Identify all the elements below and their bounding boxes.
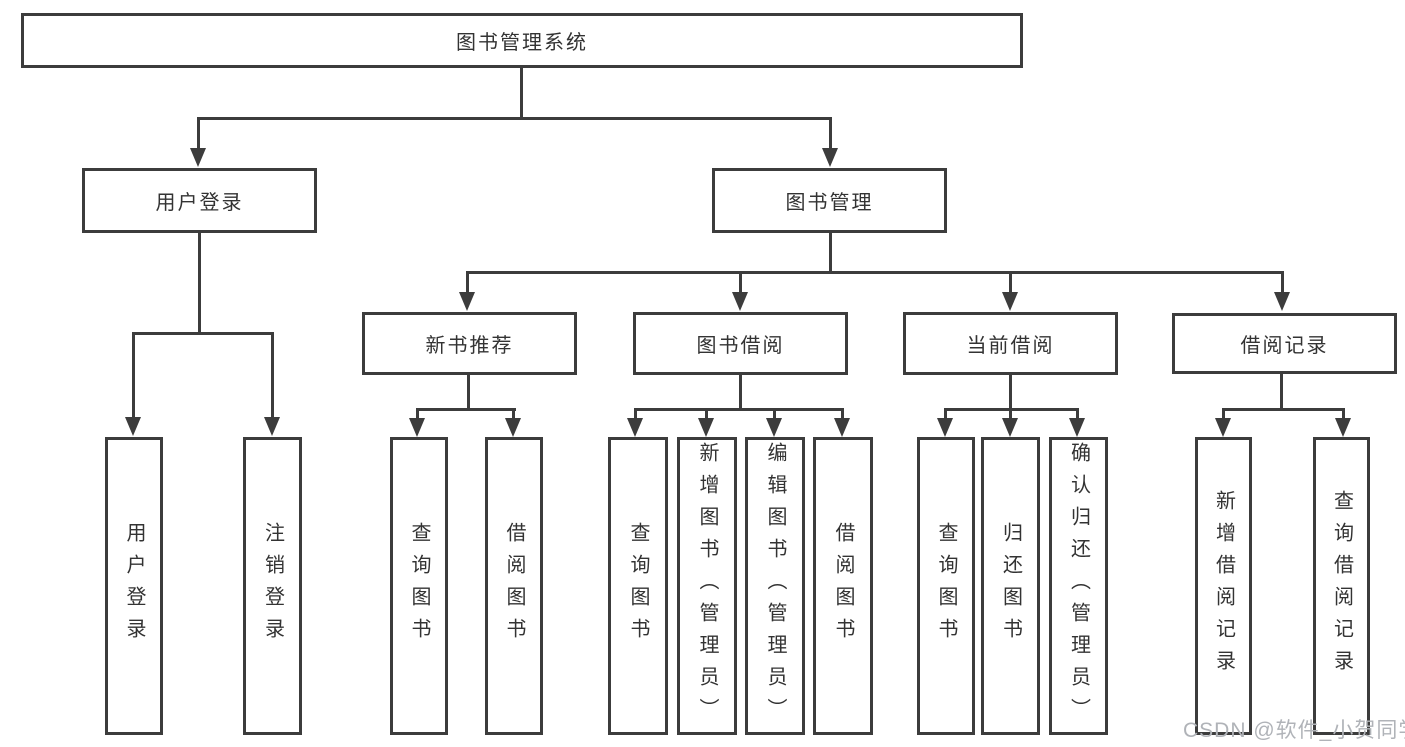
connector-borrow-record-stem — [1280, 374, 1283, 411]
arrowhead-leaf-c4 — [834, 418, 850, 437]
leaf-query-book-3: 查询图书 — [917, 437, 975, 735]
arrowhead-leaf-b2 — [505, 418, 521, 437]
leaf-user-login-label: 用户登录 — [123, 522, 145, 650]
connector-leaf-c4-shaft — [841, 408, 844, 420]
leaf-logout-label: 注销登录 — [261, 522, 284, 650]
connector-book-borrow-shaft — [739, 271, 742, 293]
connector-user-login-shaft — [197, 117, 200, 149]
connector-current-borrow-shaft — [1009, 271, 1012, 293]
node-book-borrow-label: 图书借阅 — [696, 335, 785, 357]
arrowhead-leaf-a1 — [125, 417, 141, 436]
leaf-add-borrow-record-label: 新增借阅记录 — [1212, 490, 1235, 682]
connector-book-mgmt-shaft — [829, 117, 832, 149]
connector-book-borrow-stem — [739, 375, 742, 411]
connector-leaf-d2-shaft — [1009, 408, 1012, 420]
connector-leaf-a2-shaft — [271, 332, 274, 417]
node-borrow-record-label: 借阅记录 — [1240, 335, 1329, 357]
leaf-query-borrow-record: 查询借阅记录 — [1313, 437, 1370, 735]
connector-root-stem — [520, 66, 523, 119]
node-root: 图书管理系统 — [21, 13, 1023, 68]
arrowhead-leaf-c2 — [698, 418, 714, 437]
leaf-edit-book-admin: 编辑图书（管理员） — [745, 437, 805, 735]
arrowhead-leaf-c1 — [627, 418, 643, 437]
node-user-login: 用户登录 — [82, 168, 317, 233]
leaf-edit-book-admin-label: 编辑图书（管理员） — [764, 442, 786, 730]
arrowhead-leaf-b1 — [409, 418, 425, 437]
connector-borrow-record-shaft — [1281, 271, 1284, 293]
leaf-query-book-1-label: 查询图书 — [408, 522, 430, 650]
leaf-borrow-book-2-label: 借阅图书 — [832, 522, 854, 650]
leaf-confirm-return-admin: 确认归还（管理员） — [1049, 437, 1108, 735]
connector-user-login-bar — [132, 332, 274, 335]
node-root-label: 图书管理系统 — [456, 32, 588, 54]
arrowhead-leaf-e2 — [1335, 418, 1351, 437]
node-current-borrow: 当前借阅 — [903, 312, 1118, 375]
connector-leaf-c1-shaft — [634, 408, 637, 420]
connector-leaf-d3-shaft — [1076, 408, 1079, 420]
leaf-borrow-book-2: 借阅图书 — [813, 437, 873, 735]
arrowhead-borrow-record — [1274, 292, 1290, 311]
connector-root-bar — [197, 117, 832, 120]
arrowhead-book-mgmt — [822, 148, 838, 167]
connector-leaf-c3-shaft — [773, 408, 776, 420]
connector-leaf-e1-shaft — [1222, 408, 1225, 420]
arrowhead-leaf-e1 — [1215, 418, 1231, 437]
arrowhead-current-borrow — [1002, 292, 1018, 311]
node-new-book-rec: 新书推荐 — [362, 312, 577, 375]
connector-leaf-a1-shaft — [132, 332, 135, 417]
connector-new-book-stem — [467, 375, 470, 411]
connector-leaf-e2-shaft — [1342, 408, 1345, 420]
arrowhead-new-book — [459, 292, 475, 311]
arrowhead-user-login — [190, 148, 206, 167]
watermark-text: CSDN @软件_小贺同学 — [1183, 719, 1405, 742]
leaf-borrow-book-1-label: 借阅图书 — [503, 522, 525, 650]
leaf-add-book-admin-label: 新增图书（管理员） — [696, 442, 718, 730]
connector-leaf-b2-shaft — [512, 408, 515, 420]
connector-book-borrow-bar — [634, 408, 844, 411]
leaf-query-book-2: 查询图书 — [608, 437, 668, 735]
connector-leaf-b1-shaft — [416, 408, 419, 420]
arrowhead-leaf-a2 — [264, 417, 280, 436]
leaf-logout: 注销登录 — [243, 437, 302, 735]
connector-book-mgmt-bar — [466, 271, 1284, 274]
node-new-book-rec-label: 新书推荐 — [425, 335, 514, 357]
connector-borrow-record-bar — [1222, 408, 1345, 411]
connector-user-login-stem — [198, 233, 201, 335]
connector-book-mgmt-stem — [829, 233, 832, 273]
leaf-borrow-book-1: 借阅图书 — [485, 437, 543, 735]
leaf-user-login: 用户登录 — [105, 437, 163, 735]
leaf-query-book-2-label: 查询图书 — [627, 522, 649, 650]
leaf-query-book-1: 查询图书 — [390, 437, 448, 735]
node-book-borrow: 图书借阅 — [633, 312, 848, 375]
leaf-query-book-3-label: 查询图书 — [935, 522, 957, 650]
connector-leaf-d1-shaft — [944, 408, 947, 420]
arrowhead-leaf-c3 — [766, 418, 782, 437]
connector-leaf-c2-shaft — [705, 408, 708, 420]
leaf-add-book-admin: 新增图书（管理员） — [677, 437, 737, 735]
connector-current-borrow-stem — [1009, 375, 1012, 411]
arrowhead-leaf-d2 — [1002, 418, 1018, 437]
node-current-borrow-label: 当前借阅 — [966, 335, 1055, 357]
node-book-mgmt-label: 图书管理 — [785, 192, 874, 214]
node-user-login-label: 用户登录 — [155, 192, 244, 214]
arrowhead-leaf-d1 — [937, 418, 953, 437]
leaf-return-book: 归还图书 — [981, 437, 1040, 735]
leaf-confirm-return-admin-label: 确认归还（管理员） — [1067, 442, 1090, 730]
leaf-add-borrow-record: 新增借阅记录 — [1195, 437, 1252, 735]
node-book-mgmt: 图书管理 — [712, 168, 947, 233]
leaf-query-borrow-record-label: 查询借阅记录 — [1330, 490, 1353, 682]
arrowhead-book-borrow — [732, 292, 748, 311]
arrowhead-leaf-d3 — [1069, 418, 1085, 437]
leaf-return-book-label: 归还图书 — [999, 522, 1022, 650]
node-borrow-record: 借阅记录 — [1172, 313, 1397, 374]
connector-new-book-shaft — [466, 271, 469, 293]
connector-new-book-bar — [416, 408, 516, 411]
